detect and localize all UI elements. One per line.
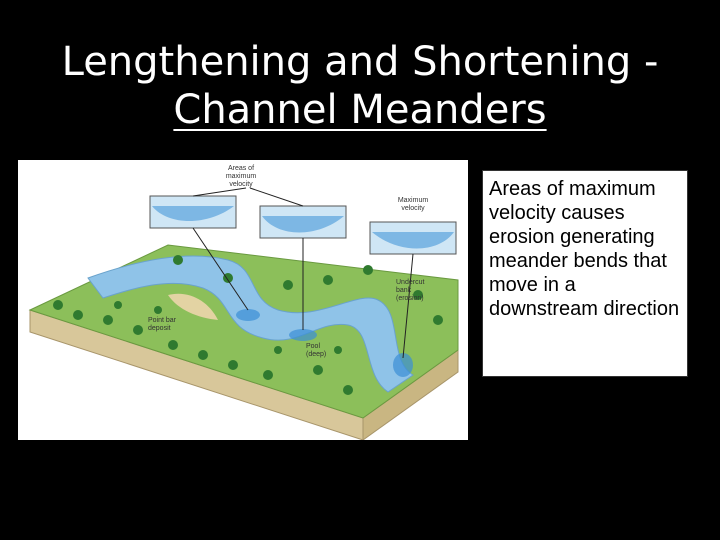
label-undercut-line-2: bank <box>396 287 412 294</box>
cross-section-2 <box>259 205 347 239</box>
label-areas-line-3: velocity <box>229 181 253 188</box>
meander-diagram: Areas of maximum velocity Maximum veloci… <box>18 160 468 440</box>
explanation-text: Areas of maximum velocity causes erosion… <box>489 178 680 320</box>
leader-lines <box>192 187 414 359</box>
label-pointbar-line-2: deposit <box>148 325 171 332</box>
point-bar <box>168 293 218 320</box>
explanation-textbox: Areas of maximum velocity causes erosion… <box>482 170 688 377</box>
river-channel <box>87 255 414 393</box>
label-undercut-line-1: Undercut <box>396 279 424 286</box>
deep-zone-3 <box>393 353 413 377</box>
slide-title: Lengthening and Shortening - Channel Mea… <box>0 38 720 134</box>
pool-deep-zone <box>289 329 317 341</box>
label-pool-line-1: Pool <box>306 343 320 350</box>
label-maxvel-line-2: velocity <box>401 205 425 212</box>
label-pointbar-line-1: Point bar <box>148 317 177 324</box>
label-maxvel-line-1: Maximum <box>398 197 429 204</box>
label-pool-line-2: (deep) <box>306 351 326 358</box>
meander-block-illustration: Areas of maximum velocity Maximum veloci… <box>28 165 459 440</box>
cross-section-1 <box>149 195 237 229</box>
title-line-2: Channel Meanders <box>0 86 720 134</box>
title-line-1: Lengthening and Shortening - <box>61 39 659 85</box>
deep-zone-1 <box>236 309 260 321</box>
trees <box>53 255 443 395</box>
label-areas-line-2: maximum <box>226 173 257 180</box>
cross-section-3 <box>369 221 457 255</box>
label-areas-line-1: Areas of <box>228 165 254 172</box>
label-undercut-line-3: (erosion) <box>396 295 424 302</box>
title-line-2-text: Channel Meanders <box>173 87 547 133</box>
